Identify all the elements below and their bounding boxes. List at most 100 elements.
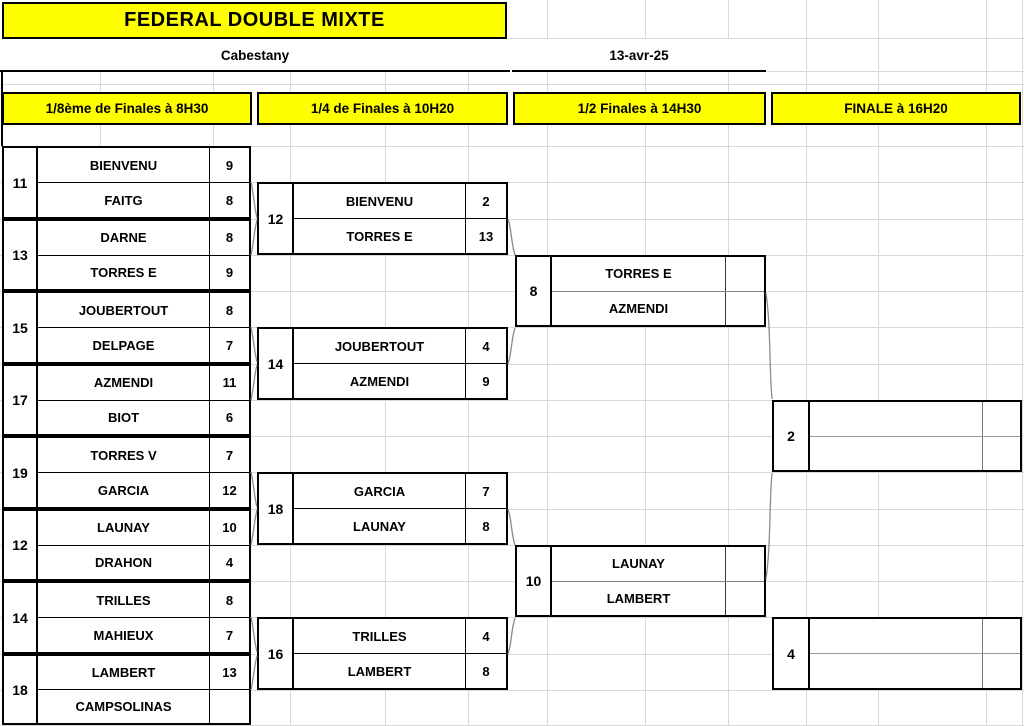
player-score xyxy=(982,402,1020,436)
player-score: 4 xyxy=(465,619,506,653)
player-name: GARCIA xyxy=(97,482,150,498)
match-number: 16 xyxy=(259,619,294,688)
player-name xyxy=(810,654,982,688)
final-match-2: 2 xyxy=(772,400,1022,472)
r16-match-17: 17 AZMENDI 11 BIOT 6 xyxy=(2,364,251,436)
player-name xyxy=(810,437,982,471)
gridline xyxy=(0,472,1024,473)
player-name: TORRES E xyxy=(346,228,413,244)
player-name: FAITG xyxy=(104,192,143,208)
gridline xyxy=(645,0,646,38)
player-score: 4 xyxy=(465,329,506,363)
gridline xyxy=(0,690,1024,691)
player-name: DELPAGE xyxy=(92,337,155,353)
gridline xyxy=(645,71,646,726)
player-score: 8 xyxy=(209,183,249,217)
player-score: 7 xyxy=(209,438,249,472)
player-name: JOUBERTOUT xyxy=(78,302,169,318)
date-underline xyxy=(512,70,766,72)
player-name: DARNE xyxy=(100,230,147,246)
player-score: 13 xyxy=(209,656,249,689)
match-number: 4 xyxy=(774,619,810,688)
gridline xyxy=(0,581,1024,582)
gridline xyxy=(0,545,1024,546)
gridline xyxy=(728,71,729,726)
player-score: 8 xyxy=(209,221,249,255)
player-score: 2 xyxy=(465,184,506,218)
tournament-title: FEDERAL DOUBLE MIXTE xyxy=(2,2,507,39)
player-name: AZMENDI xyxy=(93,375,154,391)
match-number: 19 xyxy=(4,438,38,507)
player-name: JOUBERTOUT xyxy=(334,338,425,354)
gridline xyxy=(806,71,807,726)
gridline xyxy=(0,654,1024,655)
player-name: GARCIA xyxy=(353,483,406,499)
round-header-semis: 1/2 Finales à 14H30 xyxy=(513,92,766,125)
player-score: 4 xyxy=(209,545,249,579)
venue-label: Cabestany xyxy=(220,47,290,63)
player-name: LAMBERT xyxy=(347,663,412,679)
player-score: 9 xyxy=(209,148,249,182)
gridline xyxy=(0,146,1024,147)
player-name: DRAHON xyxy=(94,554,153,570)
gridline xyxy=(547,0,548,38)
player-name: LAMBERT xyxy=(606,590,671,606)
player-name: MAHIEUX xyxy=(93,627,154,643)
round-header-final: FINALE à 16H20 xyxy=(771,92,1021,125)
gridline xyxy=(806,38,807,71)
player-name xyxy=(810,619,982,653)
player-score: 6 xyxy=(209,400,249,434)
final-match-4: 4 xyxy=(772,617,1022,690)
match-number: 18 xyxy=(259,474,294,543)
gridline xyxy=(1022,38,1023,71)
gridline xyxy=(878,0,879,38)
player-name: AZMENDI xyxy=(349,373,410,389)
player-name: BIOT xyxy=(107,409,140,425)
match-number: 15 xyxy=(4,293,38,362)
gridline xyxy=(0,327,1024,328)
player-score: 7 xyxy=(465,474,506,508)
player-score xyxy=(725,581,764,615)
player-score xyxy=(725,291,764,325)
sf-match-10: 10 LAUNAY LAMBERT xyxy=(515,545,766,617)
player-name: LAUNAY xyxy=(612,556,665,572)
gridline xyxy=(766,71,1024,72)
gridline xyxy=(806,0,807,38)
player-name xyxy=(810,402,982,436)
round-header-quarters: 1/4 de Finales à 10H20 xyxy=(257,92,508,125)
match-number: 18 xyxy=(4,656,38,723)
match-number: 12 xyxy=(259,184,294,253)
gridline xyxy=(1022,0,1023,38)
player-score xyxy=(725,547,764,581)
player-name: LAMBERT xyxy=(91,665,156,680)
gridline xyxy=(728,0,729,38)
player-name: TRILLES xyxy=(352,628,407,644)
player-name: TORRES E xyxy=(605,266,672,282)
match-number: 17 xyxy=(4,366,38,434)
round-header-eighths: 1/8ème de Finales à 8H30 xyxy=(2,92,252,125)
player-score: 11 xyxy=(209,366,249,400)
gridline xyxy=(986,38,987,71)
player-score: 7 xyxy=(209,618,249,652)
gridline xyxy=(1022,71,1023,726)
date-label: 13-avr-25 xyxy=(609,47,669,63)
gridline xyxy=(878,38,879,71)
gridline xyxy=(0,84,1024,85)
player-score: 9 xyxy=(465,364,506,398)
player-score xyxy=(982,654,1020,688)
match-number: 8 xyxy=(517,257,552,325)
player-name: AZMENDI xyxy=(608,300,669,316)
gridline xyxy=(0,400,1024,401)
player-score: 8 xyxy=(209,293,249,327)
match-number: 14 xyxy=(259,329,294,398)
gridline xyxy=(0,364,1024,365)
gridline xyxy=(0,617,1024,618)
